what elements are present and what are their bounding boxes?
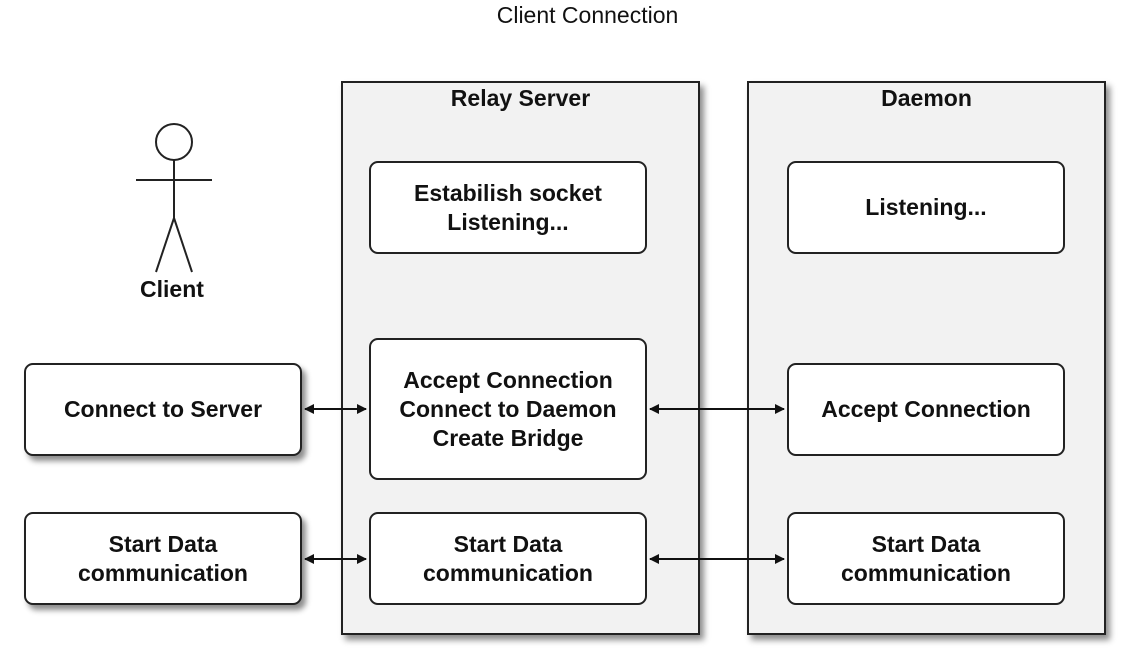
daemon-accept-connection-box: Accept Connection xyxy=(787,363,1065,456)
daemon-lane-title: Daemon xyxy=(881,85,972,111)
client-start-data-box: Start Data communication xyxy=(24,512,302,605)
daemon-start-data-box: Start Data communication xyxy=(787,512,1065,605)
daemon-listening-box: Listening... xyxy=(787,161,1065,254)
relay-server-lane-title: Relay Server xyxy=(450,85,591,111)
relay-accept-connection-box: Accept Connection Connect to Daemon Crea… xyxy=(369,338,647,480)
relay-start-data-box: Start Data communication xyxy=(369,512,647,605)
relay-establish-socket-box: Estabilish socket Listening... xyxy=(369,161,647,254)
diagram-title: Client Connection xyxy=(496,2,679,28)
client-actor-label: Client xyxy=(140,276,204,302)
client-actor-icon xyxy=(136,123,212,273)
connect-to-server-box: Connect to Server xyxy=(24,363,302,456)
